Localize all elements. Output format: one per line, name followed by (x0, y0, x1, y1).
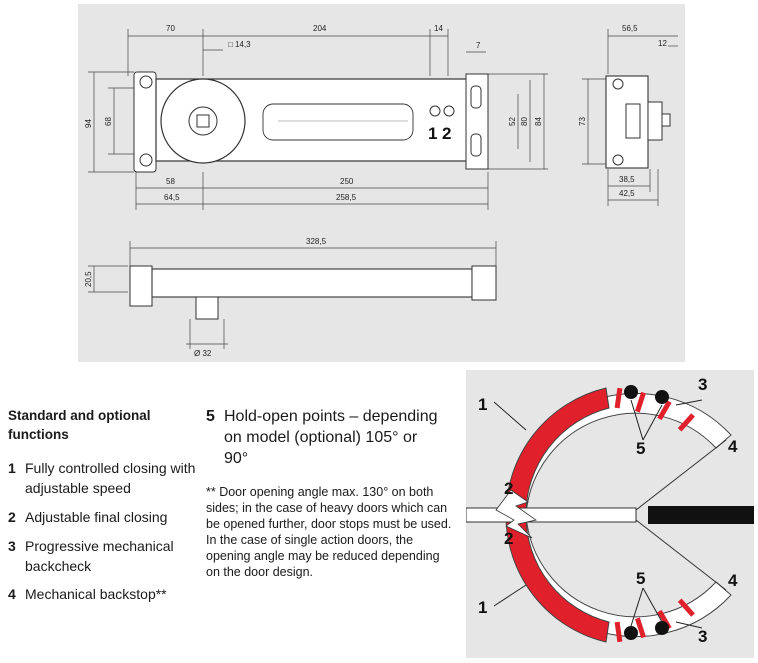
hold-open-item: 5 Hold-open points – depending on model (… (206, 406, 456, 469)
callout-1: 1 (428, 124, 437, 143)
function-item-2: 2 Adjustable final closing (8, 507, 208, 527)
swing-label-4-top: 4 (728, 437, 738, 456)
dim-38-5: 38,5 (619, 175, 635, 184)
closer-side-view (129, 265, 497, 320)
function-item-1: 1 Fully controlled closing with adjustabl… (8, 458, 208, 498)
dim-56-5: 56,5 (622, 24, 638, 33)
closer-body-top-view (133, 71, 489, 173)
dim-258-5: 258,5 (336, 193, 357, 202)
dim-328-5: 328,5 (306, 237, 327, 246)
hold-open-dot (655, 390, 669, 404)
door-swing-diagram: 1 1 2 2 3 3 4 4 5 5 (465, 375, 754, 646)
closer-end-view (605, 75, 671, 169)
function-number: 4 (8, 586, 16, 602)
swing-label-1-top: 1 (478, 395, 487, 414)
dim-73: 73 (578, 117, 587, 126)
dim-80: 80 (520, 117, 529, 126)
dim-94: 94 (84, 119, 93, 128)
dim-68: 68 (104, 117, 113, 126)
technical-drawing-panel: 1 2 70 204 14 □ 14,3 7 56,5 12 94 68 52 … (78, 4, 685, 362)
hold-open-dot (624, 626, 638, 640)
functions-heading: Standard and optional functions (8, 408, 151, 442)
dim-52: 52 (508, 117, 517, 126)
swing-label-4-bottom: 4 (728, 571, 738, 590)
dim-20-5: 20,5 (84, 271, 93, 287)
dim-7: 7 (476, 41, 481, 50)
opening-angle-note: ** Door opening angle max. 130° on both … (206, 485, 452, 579)
dim-14: 14 (434, 24, 443, 33)
technical-drawing: 1 2 70 204 14 □ 14,3 7 56,5 12 94 68 52 … (84, 24, 678, 358)
dim-58: 58 (166, 177, 175, 186)
swing-label-2-bottom: 2 (504, 529, 513, 548)
functions-legend: Standard and optional functions 1 Fully c… (8, 406, 458, 656)
dim-square-14-3: □ 14,3 (228, 40, 251, 49)
swing-label-3-top: 3 (698, 375, 707, 394)
function-item-3: 3 Progressive mechanical backcheck (8, 536, 208, 576)
closing-zone-lower (505, 514, 610, 643)
dim-diameter-32: Ø 32 (194, 349, 212, 358)
swing-label-1-bottom: 1 (478, 598, 487, 617)
swing-label-2-top: 2 (504, 479, 513, 498)
dim-70: 70 (166, 24, 175, 33)
function-item-4: 4 Mechanical backstop** (8, 584, 208, 604)
hold-open-number: 5 (206, 408, 215, 425)
hold-open-text: Hold-open points – depending on model (o… (224, 408, 438, 467)
function-number: 3 (8, 538, 16, 554)
dim-64-5: 64,5 (164, 193, 180, 202)
dim-42-5: 42,5 (619, 189, 635, 198)
door-leaf (465, 507, 637, 523)
door-frame (648, 506, 754, 524)
function-text: Progressive mechanical backcheck (25, 538, 174, 574)
function-text: Adjustable final closing (25, 509, 168, 525)
function-number: 1 (8, 460, 16, 476)
dim-12: 12 (658, 39, 667, 48)
swing-label-5-bottom: 5 (636, 569, 645, 588)
dim-250: 250 (340, 177, 354, 186)
door-swing-diagram-panel: 1 1 2 2 3 3 4 4 5 5 (465, 370, 754, 658)
function-text: Fully controlled closing with adjustable… (25, 460, 196, 496)
swing-label-3-bottom: 3 (698, 627, 707, 646)
hold-open-dot (624, 385, 638, 399)
swing-label-5-top: 5 (636, 439, 645, 458)
dim-204: 204 (313, 24, 327, 33)
closing-zone-upper (505, 387, 610, 516)
function-number: 2 (8, 509, 16, 525)
hold-open-dot (655, 621, 669, 635)
function-text: Mechanical backstop** (25, 586, 167, 602)
callout-2: 2 (442, 124, 451, 143)
dim-84: 84 (534, 117, 543, 126)
